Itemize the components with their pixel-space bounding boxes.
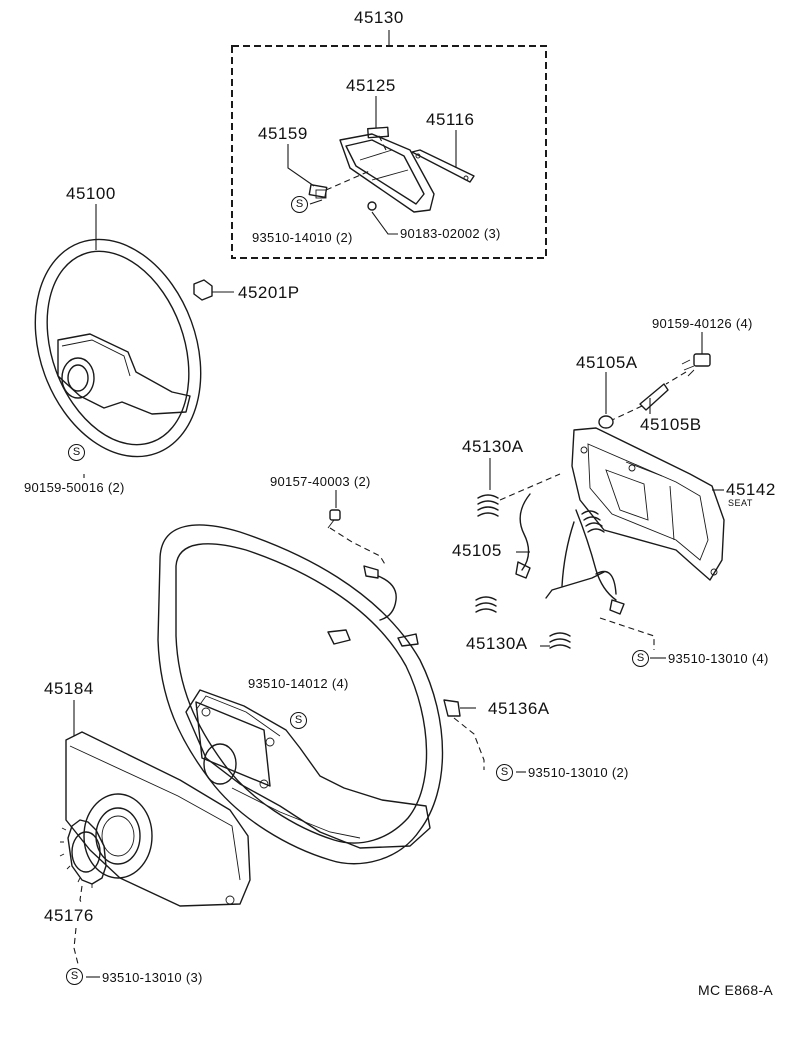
column-cover	[65, 700, 251, 907]
dashed-line	[79, 885, 83, 905]
horn-contact-wire	[515, 493, 625, 615]
part-label-45130A-bottom: 45130A	[466, 634, 528, 653]
part-label-45159: 45159	[258, 124, 308, 143]
symbol-s-icon: S	[496, 764, 513, 781]
part-label-93510-14010: 93510-14010 (2)	[252, 230, 353, 245]
spring-45130A-upper	[477, 458, 499, 517]
part-label-45142: 45142	[726, 480, 776, 499]
hub-nut	[193, 279, 234, 301]
spring-lower-a	[475, 596, 497, 613]
part-label-45100: 45100	[66, 184, 116, 203]
part-label-45201P: 45201P	[238, 283, 300, 302]
symbol-s-icon: S	[632, 650, 649, 667]
part-label-90159-40126: 90159-40126 (4)	[652, 316, 753, 331]
cancel-cam-45176	[59, 819, 107, 888]
part-label-93510-13010-3: 93510-13010 (3)	[102, 970, 203, 985]
symbol-s-icon: S	[290, 712, 307, 729]
part-label-90183-02002: 90183-02002 (3)	[400, 226, 501, 241]
dashed-line	[499, 473, 561, 501]
dashed-line	[611, 405, 643, 421]
steering-wheel-lower	[157, 524, 444, 865]
bushing-45105A	[598, 372, 614, 429]
contact-plate	[411, 149, 475, 183]
washer-nut	[367, 201, 377, 211]
part-label-45105A: 45105A	[576, 353, 638, 372]
symbol-s-icon: S	[66, 968, 83, 985]
part-label-45130A-top: 45130A	[462, 437, 524, 456]
screw-90157-40003	[327, 490, 341, 529]
part-label-93510-13010-4: 93510-13010 (4)	[668, 651, 769, 666]
dashed-line	[73, 927, 79, 965]
symbol-s-icon: S	[291, 196, 308, 213]
part-label-45184: 45184	[44, 679, 94, 698]
part-label-45136A: 45136A	[488, 699, 550, 718]
part-label-45105B: 45105B	[640, 415, 702, 434]
dashed-line	[377, 133, 387, 151]
dashed-line	[453, 717, 485, 770]
dashed-line	[325, 169, 373, 191]
part-label-45176: 45176	[44, 906, 94, 925]
dashed-line	[599, 617, 655, 650]
part-label-45105: 45105	[452, 541, 502, 560]
diagram-code: MC E868-A	[698, 982, 774, 998]
dashed-line	[329, 527, 387, 567]
part-label-seat: SEAT	[728, 498, 753, 508]
seat-plate	[571, 427, 725, 581]
bolt-90159-40126	[681, 332, 711, 377]
pin-45105B	[639, 383, 669, 414]
part-label-45116: 45116	[426, 110, 475, 129]
part-label-93510-13010-2: 93510-13010 (2)	[528, 765, 629, 780]
leader-93510-14010	[309, 199, 323, 205]
symbol-s-icon: S	[68, 444, 85, 461]
bracket-45136A	[443, 699, 476, 717]
part-label-90157-40003: 90157-40003 (2)	[270, 474, 371, 489]
part-label-90159-50016: 90159-50016 (2)	[24, 480, 125, 495]
part-label-93510-14012: 93510-14012 (4)	[248, 676, 349, 691]
spring-mid	[581, 510, 605, 533]
part-label-45130: 45130	[354, 8, 404, 27]
leader-90183	[371, 211, 398, 235]
spring-45130A-lower	[540, 632, 571, 649]
dashed-line	[665, 371, 687, 385]
steering-wheel-upper	[34, 238, 202, 458]
horn-pad-bracket	[339, 126, 435, 213]
leader-45159	[287, 144, 315, 187]
contact-clip	[308, 183, 328, 199]
part-label-45125: 45125	[346, 76, 396, 95]
wire-connector	[327, 565, 419, 647]
